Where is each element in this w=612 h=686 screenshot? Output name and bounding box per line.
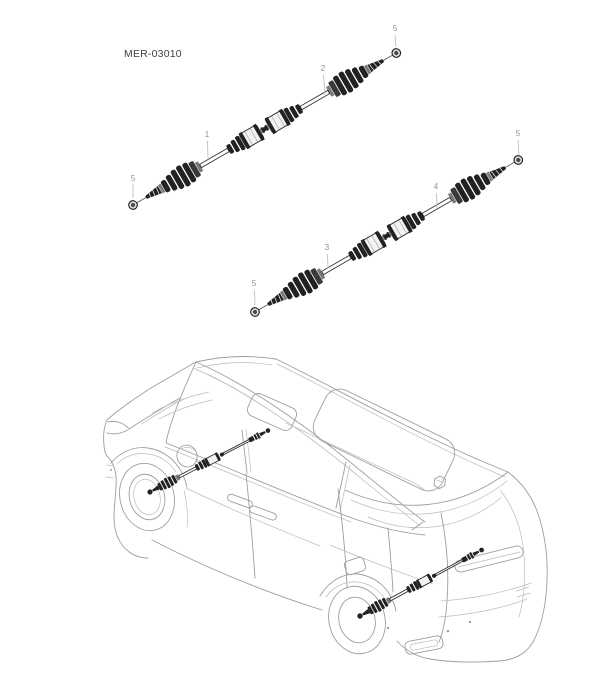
installed-rear-driveshaft [354, 543, 487, 623]
callout-number[interactable]: 5 [252, 279, 257, 288]
tail-lamp [454, 545, 524, 573]
callout-number[interactable]: 5 [131, 174, 136, 183]
callout-3[interactable]: 3 [325, 243, 330, 269]
front-door-handle [227, 493, 253, 509]
callout-number[interactable]: 3 [325, 243, 330, 252]
rear-roof-glass [312, 388, 456, 492]
leader-line [517, 139, 520, 156]
callout-5-front-right[interactable]: 5 [393, 24, 398, 48]
callout-5-rear-right[interactable]: 5 [516, 129, 521, 156]
roof-emblem [433, 475, 446, 490]
sliding-door-handle [249, 505, 277, 521]
installed-front-driveshaft [144, 424, 274, 499]
vehicle-illustration [103, 356, 548, 663]
callout-number[interactable]: 5 [516, 129, 521, 138]
driveshaft-assembly-front [124, 41, 406, 217]
front-wheel [110, 447, 188, 532]
rear-wheel [319, 573, 397, 655]
callout-number[interactable]: 1 [205, 130, 210, 139]
leader-line [207, 140, 209, 159]
callout-1[interactable]: 1 [205, 130, 210, 159]
callout-4[interactable]: 4 [434, 182, 439, 209]
leader-line [254, 289, 256, 306]
rear-driveshaft-pair [246, 148, 528, 324]
roof [192, 358, 509, 529]
front-sunroof [246, 393, 298, 431]
callout-number[interactable]: 5 [393, 24, 398, 33]
callout-number[interactable]: 2 [321, 64, 326, 73]
vehicle-rear-end [396, 471, 548, 663]
leader-line [436, 192, 438, 209]
front-driveshaft-pair [124, 41, 406, 217]
callout-2[interactable]: 2 [321, 64, 326, 96]
driveshaft-assembly-rear [246, 148, 528, 324]
callout-number[interactable]: 4 [434, 182, 439, 191]
fuel-door [343, 556, 367, 576]
leader-line [394, 34, 397, 48]
diagram-code-label: MER-03010 [124, 48, 182, 60]
windshield [141, 356, 277, 444]
side-glass [164, 422, 427, 536]
callout-5-rear-left[interactable]: 5 [252, 279, 257, 306]
leader-line [327, 253, 329, 269]
rear-bumper-trim [404, 635, 444, 655]
vehicle-front-end [103, 361, 197, 559]
leader-line [323, 74, 326, 96]
callout-5-front-left[interactable]: 5 [131, 174, 136, 198]
